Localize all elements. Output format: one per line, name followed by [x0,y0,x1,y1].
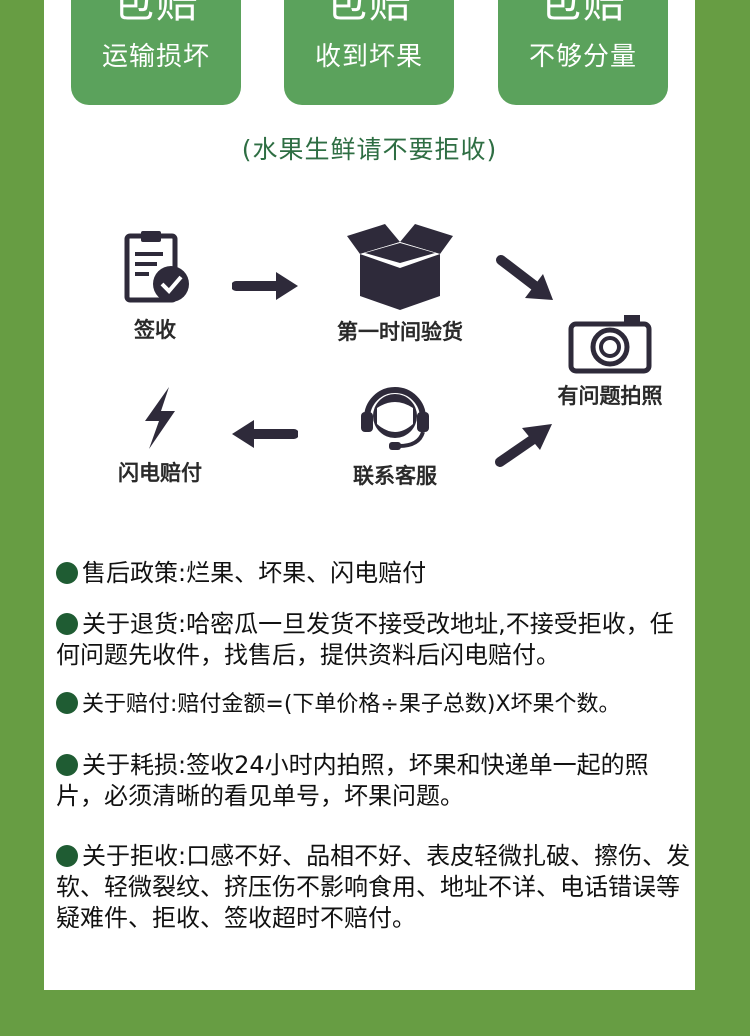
badge-big-text: 包赔 [324,0,413,27]
badge-label: 不够分量 [528,42,637,72]
arrow-right-icon [232,272,298,300]
step-compensate: 闪电赔付 [100,385,220,487]
step-service: 联系客服 [325,378,465,490]
lightning-icon [145,387,175,449]
step-sign-label: 签收 [134,318,176,342]
step-inspect: 第一时间验货 [320,222,480,346]
badge-label: 收到坏果 [314,42,423,72]
badge-short-weight: 包赔 不够分量 [498,0,668,105]
rule-text: 售后政策:烂果、坏果、闪电赔付 [82,559,427,587]
arrow-down-right-icon [496,255,553,300]
rule-text: 关于退货:哈密瓜一旦发货不接受改地址,不接受拒收，任何问题先收件，找售后，提供资… [56,610,674,669]
rule-return: 关于退货:哈密瓜一旦发货不接受改地址,不接受拒收，任何问题先收件，找售后，提供资… [56,609,696,671]
rule-after-sale: 售后政策:烂果、坏果、闪电赔付 [56,558,696,589]
content-card [44,0,695,990]
arrow-up-right-icon [495,424,552,467]
step-photo: 有问题拍照 [540,312,680,410]
bullet-dot [56,845,78,867]
badge-label: 运输损坏 [101,42,210,72]
camera-icon [568,315,652,374]
rule-rejection: 关于拒收:口感不好、品相不好、表皮轻微扎破、擦伤、发软、轻微裂纹、挤压伤不影响食… [56,841,696,934]
step-service-label: 联系客服 [353,464,437,488]
box-icon [347,224,453,310]
no-reject-note: (水果生鲜请不要拒收) [241,135,498,164]
bullet-dot [56,562,78,584]
step-sign: 签收 [100,228,210,344]
bullet-dot [56,754,78,776]
arrow-left-icon [232,420,298,448]
rule-text: 关于赔付:赔付金额=(下单价格÷果子总数)X坏果个数。 [82,692,621,717]
clipboard-check-icon [124,231,189,303]
step-compensate-label: 闪电赔付 [118,461,202,485]
step-inspect-label: 第一时间验货 [337,320,463,344]
badge-big-text: 包赔 [111,0,200,27]
headset-icon [361,387,429,450]
step-photo-label: 有问题拍照 [557,384,663,408]
bullet-dot [56,692,78,714]
rule-compensation: 关于赔付:赔付金额=(下单价格÷果子总数)X坏果个数。 [56,689,696,720]
rule-text: 关于拒收:口感不好、品相不好、表皮轻微扎破、擦伤、发软、轻微裂纹、挤压伤不影响食… [56,842,691,932]
badge-bad-fruit: 包赔 收到坏果 [284,0,454,105]
badge-big-text: 包赔 [538,0,627,27]
badge-transport-damage: 包赔 运输损坏 [71,0,241,105]
rule-loss: 关于耗损:签收24小时内拍照，坏果和快递单一起的照片，必须清晰的看见单号，坏果问… [56,750,696,812]
rule-text: 关于耗损:签收24小时内拍照，坏果和快递单一起的照片，必须清晰的看见单号，坏果问… [56,751,649,810]
bullet-dot [56,613,78,635]
